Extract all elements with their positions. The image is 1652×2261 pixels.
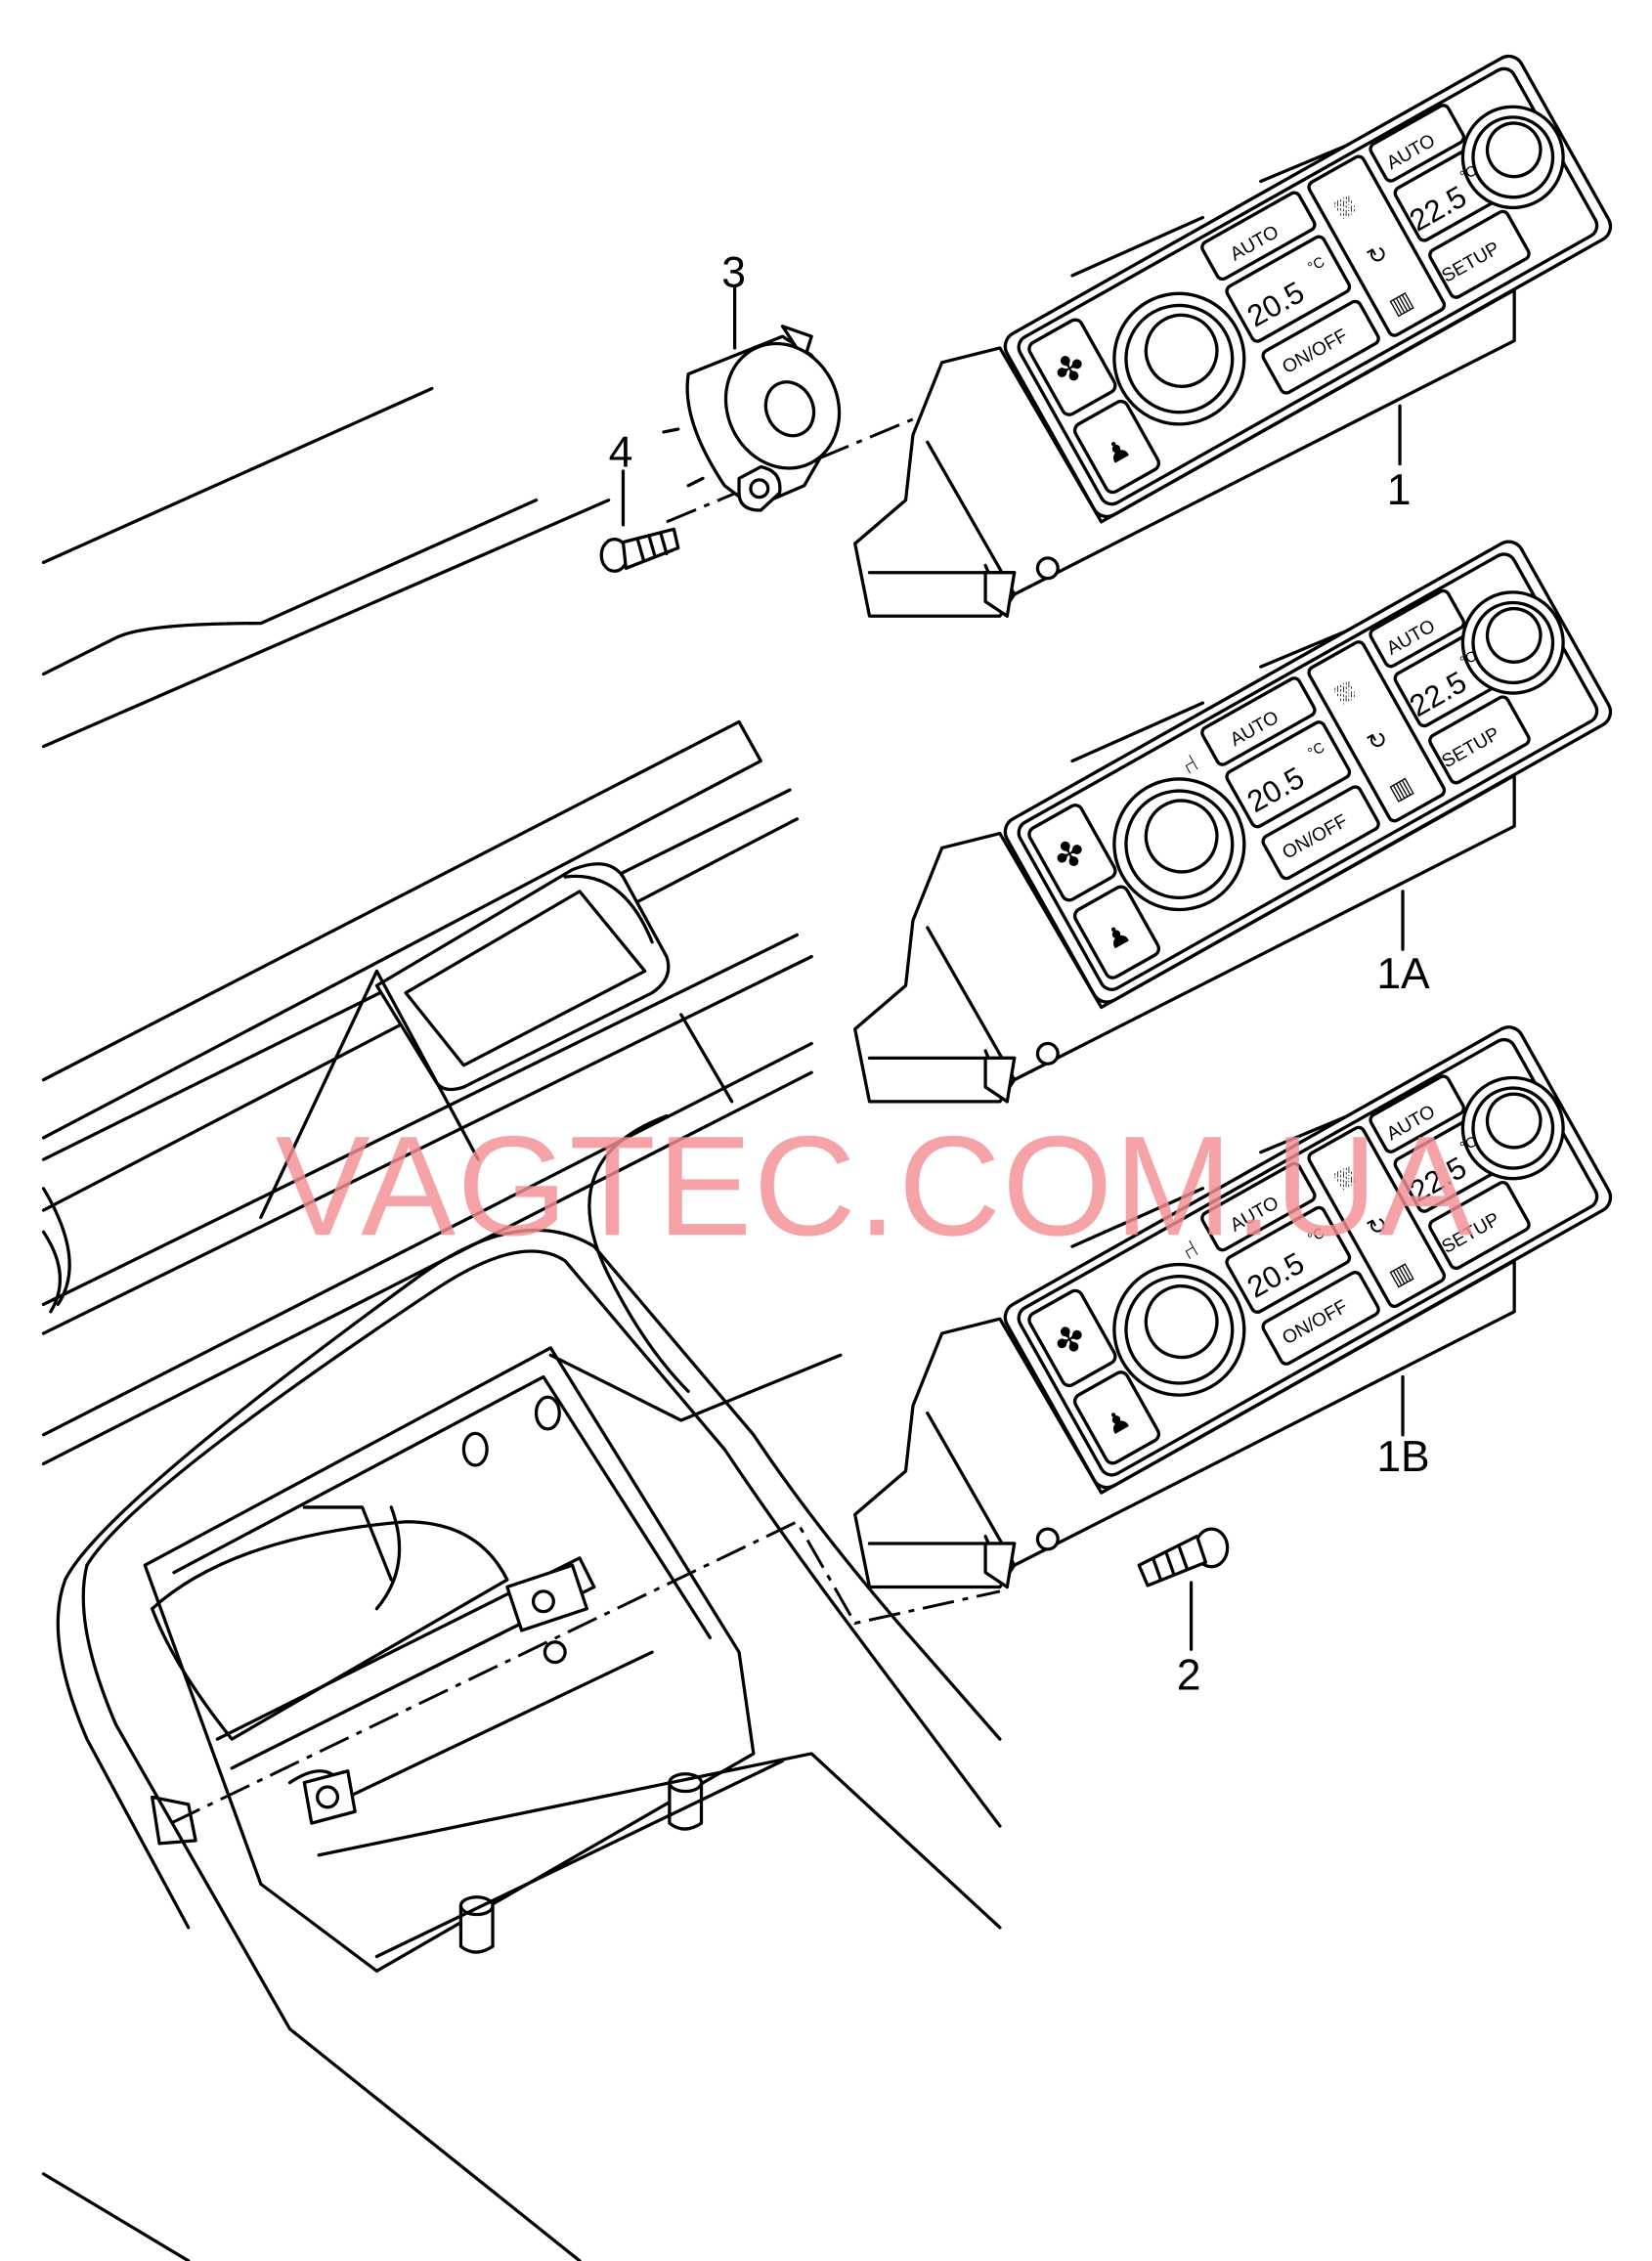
onoff-button[interactable]	[1261, 785, 1380, 881]
airflow-button[interactable]	[1072, 399, 1161, 495]
right-auto-button[interactable]	[1369, 104, 1466, 184]
part-1-climate-control-panel[interactable]: ✤ ♟ ⛆ ↻ ▥ AUTO 20.5 °C ON/OFF AUTO 22.5 …	[853, 51, 1616, 618]
left-temperature-knob[interactable]	[1091, 756, 1268, 934]
right-temp-unit: °C	[1457, 1134, 1480, 1155]
middle-button-column	[1307, 154, 1447, 337]
right-temperature-knob[interactable]	[1445, 89, 1582, 226]
fan-button[interactable]	[1026, 317, 1117, 416]
callouts: 3 4 1 1A 1B 2	[609, 249, 1430, 1700]
watermark: VAGTEC.COM.UA	[276, 1106, 1475, 1265]
part-1a-climate-control-panel[interactable]: ✤ ♟ ⑁ ⛆ ↻ ▥ AUTO 20.5 °C ON/OFF AUTO 22	[853, 537, 1616, 1104]
leader-dashed-console	[170, 1519, 1001, 1825]
center-console-drawing	[41, 386, 1002, 2261]
panel-face: ✤ ♟ ⛆ ↻ ▥	[1003, 54, 1613, 519]
part-4-screw[interactable]	[599, 527, 680, 573]
left-temp-unit: °C	[1306, 254, 1328, 276]
setup-button[interactable]	[1428, 209, 1532, 299]
left-display	[1225, 720, 1352, 829]
part-1b-climate-control-panel[interactable]: ✤ ♟ ⑁ ⛆ ↻ ▥ AUTO 20.5 °C ON/OFF AUTO 22	[853, 1022, 1616, 1589]
left-auto-button[interactable]	[1200, 676, 1317, 767]
right-temp-unit: °C	[1457, 648, 1480, 670]
callout-3: 3	[721, 249, 746, 297]
airflow-button[interactable]	[1072, 1370, 1161, 1465]
middle-button-column	[1307, 640, 1447, 823]
panel-face: ✤ ♟ ⑁ ⛆ ↻ ▥	[1003, 1025, 1613, 1490]
right-temp-unit: °C	[1457, 163, 1480, 185]
callout-1b: 1B	[1376, 1433, 1429, 1481]
right-temperature-knob[interactable]	[1445, 574, 1582, 711]
left-display	[1225, 1205, 1352, 1314]
left-temperature-knob[interactable]	[1091, 270, 1268, 448]
callout-1a: 1A	[1376, 950, 1430, 998]
middle-button-column	[1307, 1125, 1447, 1309]
callout-1: 1	[1387, 466, 1412, 514]
right-auto-button[interactable]	[1369, 588, 1466, 669]
left-auto-button[interactable]	[1200, 191, 1317, 282]
panel-face: ✤ ♟ ⑁ ⛆ ↻ ▥	[1003, 540, 1613, 1004]
left-temp-unit: °C	[1306, 1225, 1328, 1246]
left-temp-unit: °C	[1306, 740, 1328, 761]
left-temperature-knob[interactable]	[1091, 1240, 1268, 1418]
fan-button[interactable]	[1026, 803, 1117, 902]
callout-2: 2	[1177, 1652, 1201, 1700]
airflow-button[interactable]	[1072, 884, 1161, 979]
onoff-button[interactable]	[1261, 299, 1380, 395]
left-auto-button[interactable]	[1200, 1161, 1317, 1252]
fan-button[interactable]	[1026, 1288, 1117, 1388]
callout-4: 4	[609, 429, 633, 477]
onoff-button[interactable]	[1261, 1270, 1380, 1366]
right-auto-button[interactable]	[1369, 1074, 1466, 1154]
setup-button[interactable]	[1428, 695, 1532, 785]
part-2-screw[interactable]	[1137, 1527, 1230, 1587]
left-display	[1225, 235, 1352, 343]
setup-button[interactable]	[1428, 1180, 1532, 1271]
part-3-temperature-sensor[interactable]	[662, 325, 859, 512]
right-temperature-knob[interactable]	[1445, 1060, 1582, 1196]
